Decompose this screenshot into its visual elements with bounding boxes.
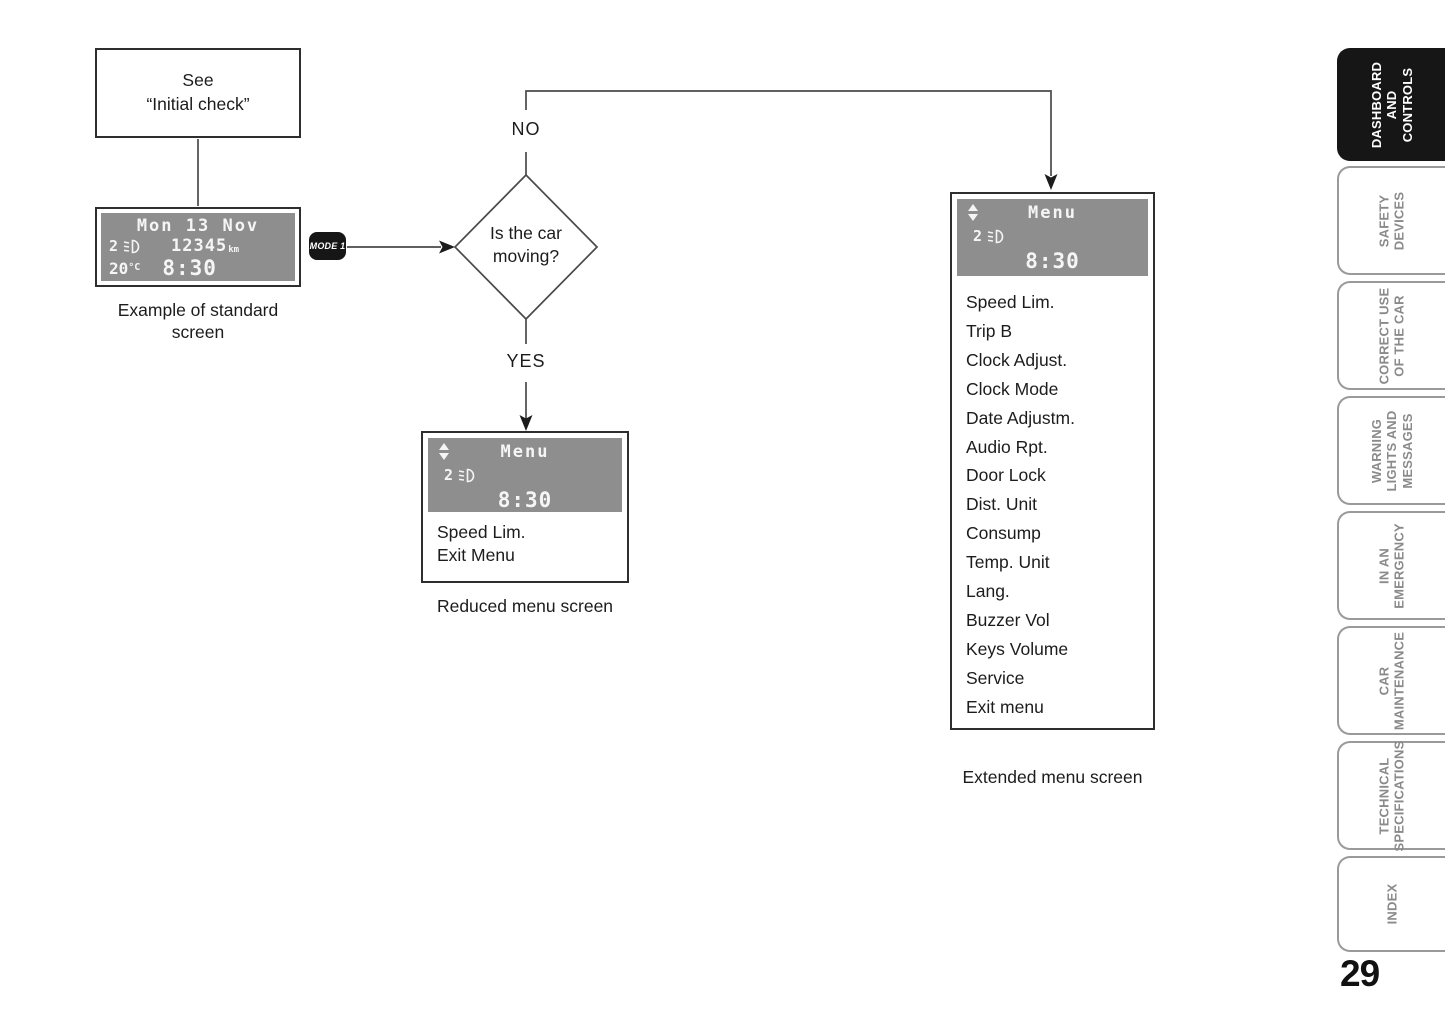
lcd-odometer-unit: km — [228, 245, 240, 255]
lcd-clock-value: 8:30 — [162, 256, 217, 280]
scroll-updown-icon — [968, 204, 978, 221]
see-initial-check-text: See “Initial check” — [146, 70, 250, 114]
sidebar-tab-label: IN AN EMERGENCY — [1376, 522, 1407, 609]
reduced-menu-items: Speed Lim. Exit Menu — [437, 521, 623, 567]
extended-menu-caption: Extended menu screen — [962, 767, 1143, 787]
lcd-bottom-row: 20°C 8:30 — [109, 256, 287, 280]
lcd-gear-indicator: 2 — [973, 227, 983, 245]
lcd-gear-indicator: 2 — [109, 237, 119, 255]
menu-item: Clock Mode — [966, 378, 1059, 399]
arrowhead-into-diamond — [439, 240, 455, 254]
menu-item: Lang. — [966, 581, 1010, 602]
reduced-menu-lcd-title-row: Menu — [436, 442, 614, 464]
see-initial-check-box: See “Initial check” — [95, 48, 301, 138]
decision-no-label: NO — [511, 119, 541, 139]
reduced-menu-lcd: Menu 2 8:30 — [428, 438, 622, 512]
sidebar-tab-index: INDEX — [1337, 856, 1445, 952]
menu-item: Trip B — [966, 320, 1013, 341]
mode-button: MODE 1 — [309, 232, 346, 260]
menu-item: Keys Volume — [966, 638, 1069, 659]
scroll-updown-icon — [439, 443, 449, 460]
lcd-temperature-value: 20°C — [109, 258, 141, 278]
sidebar-tab-label: CORRECT USE OF THE CAR — [1376, 287, 1407, 384]
sidebar-tab-label: CAR MAINTENANCE — [1376, 631, 1407, 730]
arrowhead-into-reduced — [519, 415, 533, 431]
connector-no-to-extended — [525, 90, 1052, 176]
sidebar-tab-label: INDEX — [1384, 883, 1400, 925]
menu-item: Date Adjustm. — [966, 407, 1075, 428]
low-beam-headlight-icon — [123, 239, 140, 253]
extended-menu-lcd-title: Menu — [1028, 203, 1077, 223]
extended-menu-lcd: Menu 2 8:30 — [957, 199, 1148, 276]
menu-item: Speed Lim. — [966, 292, 1055, 312]
reduced-menu-lcd-time: 8:30 — [497, 488, 553, 512]
arrowhead-into-extended — [1044, 174, 1058, 190]
reduced-menu-box: Menu 2 8:30 Speed Lim. Exit Menu — [421, 431, 629, 583]
sidebar-tab-car-maintenance: CAR MAINTENANCE — [1337, 626, 1445, 735]
sidebar-tab-safety-devices: SAFETY DEVICES — [1337, 166, 1445, 275]
menu-item: Temp. Unit — [966, 552, 1050, 573]
extended-menu-lcd-time: 8:30 — [1025, 249, 1080, 273]
menu-item: Buzzer Vol — [966, 609, 1050, 630]
low-beam-headlight-icon — [987, 229, 1004, 243]
standard-screen-lcd: Mon 13 Nov 2 12345 km 20°C 8:30 — [101, 213, 295, 281]
reduced-menu-caption: Reduced menu screen — [436, 596, 614, 616]
reduced-menu-lcd-title: Menu — [500, 442, 550, 462]
lcd-odometer-value: 12345 — [171, 236, 228, 256]
extended-menu-box: Menu 2 8:30 Speed Lim. Trip B Clock Adjust… — [950, 192, 1155, 730]
sidebar-tab-label: WARNING LIGHTS AND MESSAGES — [1369, 410, 1415, 491]
standard-screen-caption: Example of standard screen — [117, 300, 279, 343]
lcd-temperature-unit: °C — [128, 261, 141, 273]
menu-item: Audio Rpt. — [966, 436, 1048, 457]
sidebar-tab-label: SAFETY DEVICES — [1376, 191, 1407, 250]
extended-menu-lcd-gear-row: 2 — [965, 225, 1140, 247]
sidebar-tab-dashboard-and-controls: DASHBOARD AND CONTROLS — [1337, 48, 1445, 161]
menu-item: Service — [966, 667, 1025, 688]
menu-item: Exit Menu — [437, 545, 515, 565]
sidebar-tab-label: TECHNICAL SPECIFICATIONS — [1376, 740, 1407, 851]
sidebar-tab-label: DASHBOARD AND CONTROLS — [1369, 61, 1415, 148]
mode-button-label: MODE 1 — [309, 241, 346, 251]
menu-item: Consump — [966, 523, 1041, 544]
sidebar-tab-warning-lights-and-messages: WARNING LIGHTS AND MESSAGES — [1337, 396, 1445, 505]
lcd-middle-row: 2 12345 km — [109, 236, 287, 256]
page-number: 29 — [1340, 953, 1380, 994]
menu-item: Dist. Unit — [966, 494, 1037, 515]
sidebar-tab-correct-use-of-the-car: CORRECT USE OF THE CAR — [1337, 281, 1445, 390]
menu-item: Exit menu — [966, 696, 1044, 717]
reduced-menu-lcd-gear-row: 2 — [436, 464, 614, 486]
sidebar-tab-in-an-emergency: IN AN EMERGENCY — [1337, 511, 1445, 620]
extended-menu-lcd-title-row: Menu — [965, 203, 1140, 225]
lcd-date-text: Mon 13 Nov — [136, 216, 260, 236]
low-beam-headlight-icon — [458, 468, 475, 482]
standard-screen-box: Mon 13 Nov 2 12345 km 20°C 8:30 — [95, 207, 301, 287]
decision-yes-label: YES — [506, 351, 546, 371]
sidebar-tab-technical-specifications: TECHNICAL SPECIFICATIONS — [1337, 740, 1445, 851]
decision-question: Is the car moving? — [490, 223, 562, 266]
menu-item: Clock Adjust. — [966, 349, 1068, 370]
menu-item: Door Lock — [966, 465, 1046, 486]
lcd-gear-indicator: 2 — [444, 466, 454, 484]
menu-item: Speed Lim. — [437, 522, 526, 542]
